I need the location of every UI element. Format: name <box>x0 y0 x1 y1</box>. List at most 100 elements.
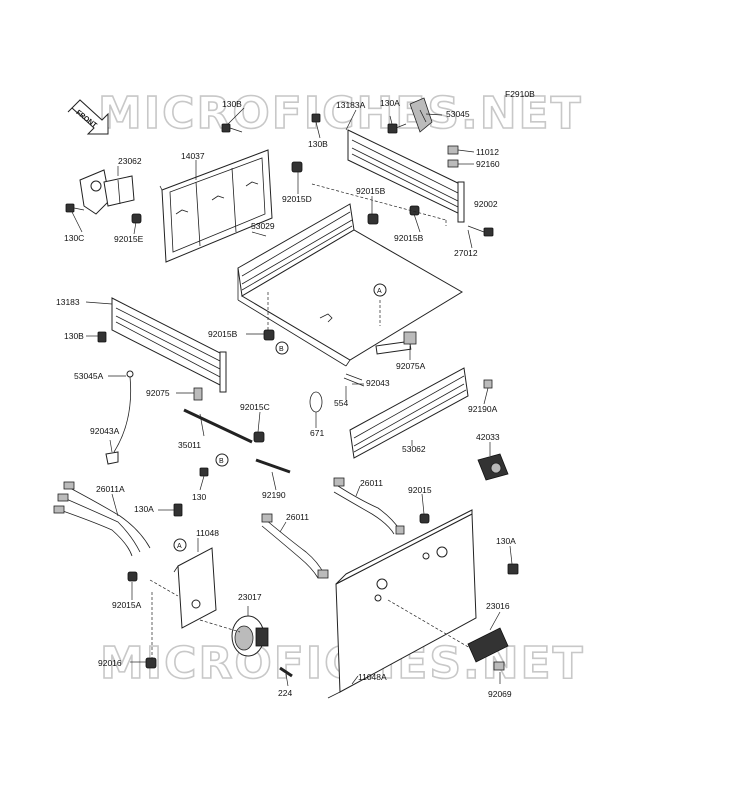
label-224: 224 <box>278 688 292 698</box>
label-92190A: 92190A <box>468 404 498 414</box>
label-130: 130 <box>192 492 206 502</box>
latch-53045 <box>409 97 433 133</box>
label-92075: 92075 <box>146 388 170 398</box>
nut-92016 <box>145 657 157 669</box>
ref-marker-B-mid: B <box>275 341 289 355</box>
label-53045A: 53045A <box>74 371 104 381</box>
bolt-130C <box>65 203 85 213</box>
ref-marker-A-low: A <box>173 538 187 552</box>
shaft-35011 <box>183 387 253 444</box>
label-92015E: 92015E <box>114 234 144 244</box>
figure-code: F2910B <box>505 89 535 99</box>
label-53045: 53045 <box>446 109 470 119</box>
cap-92160 <box>447 159 459 168</box>
label-92190: 92190 <box>262 490 286 500</box>
label-92015: 92015 <box>408 485 432 495</box>
label-554: 554 <box>334 398 348 408</box>
nut-92015B-a <box>367 213 379 225</box>
label-35011: 35011 <box>178 440 201 450</box>
label-130B-left: 130B <box>64 331 84 341</box>
label-130A-right: 130A <box>496 536 516 546</box>
ring-671 <box>309 391 323 413</box>
nut-92015C <box>253 431 265 443</box>
ref-marker-A-low-text: A <box>177 543 182 550</box>
side-panel-left <box>111 297 227 393</box>
cable-53045A <box>105 370 134 465</box>
bolt-130A-top <box>387 123 407 134</box>
bolt-130 <box>199 467 209 477</box>
label-23016: 23016 <box>486 601 510 611</box>
label-26011A: 26011A <box>96 484 125 494</box>
bolt-130B-left <box>97 331 107 343</box>
cap-92190A <box>483 379 493 389</box>
cargo-bed <box>237 203 463 367</box>
rod-92190 <box>255 458 291 474</box>
harness-26011A <box>53 481 151 557</box>
ref-marker-A-top: A <box>373 283 387 297</box>
lamp-23016 <box>467 627 509 671</box>
label-92075A: 92075A <box>396 361 426 371</box>
label-11048A: 11048A <box>358 672 387 682</box>
nut-92015A <box>127 571 138 582</box>
label-92015B-a: 92015B <box>356 186 386 196</box>
label-53062: 53062 <box>402 444 426 454</box>
bolt-130A-mid <box>173 503 183 517</box>
harness-26011-b <box>261 513 329 579</box>
label-23062: 23062 <box>118 156 142 166</box>
label-92015B-c: 92015B <box>208 329 238 339</box>
label-92015D: 92015D <box>282 194 312 204</box>
hitch-bracket <box>79 169 135 215</box>
light-23017 <box>231 615 269 657</box>
pin-92043 <box>343 373 365 387</box>
bracket-42033 <box>477 453 509 481</box>
watermark-top: MICROFICHES.NET <box>98 88 583 139</box>
label-130C: 130C <box>64 233 84 243</box>
label-130B-top: 130B <box>222 99 242 109</box>
nut-92015D <box>291 161 303 173</box>
bolt-224 <box>279 666 293 678</box>
label-26011-a: 26011 <box>360 478 383 488</box>
cap-11012 <box>447 145 459 155</box>
plate-11048A <box>327 509 477 699</box>
bolt-92002 <box>467 225 494 237</box>
bolt-130B-top <box>221 123 243 133</box>
label-53029: 53029 <box>251 221 275 231</box>
label-23017: 23017 <box>238 592 262 602</box>
label-92016: 92016 <box>98 658 122 668</box>
label-92015B-b: 92015B <box>394 233 424 243</box>
label-13183: 13183 <box>56 297 80 307</box>
nut-92015E <box>131 213 142 224</box>
harness-26011-a <box>333 477 405 535</box>
part-labels: 130B 13183A 130A 53045 130B 11012 92160 … <box>56 98 516 699</box>
nut-92015B-c <box>263 329 275 341</box>
label-671: 671 <box>310 428 324 438</box>
label-13183A: 13183A <box>336 100 366 110</box>
bracket-11048 <box>173 547 217 629</box>
nut-92015 <box>419 513 430 524</box>
label-92002: 92002 <box>474 199 498 209</box>
label-130B-mid: 130B <box>308 139 328 149</box>
ref-marker-B-left-text: B <box>219 458 224 465</box>
ref-marker-A-top-text: A <box>377 288 382 295</box>
label-27012: 27012 <box>454 248 478 258</box>
side-panel-right-top <box>347 129 465 223</box>
ref-marker-B-mid-text: B <box>279 346 284 353</box>
label-26011-b: 26011 <box>286 512 309 522</box>
bolt-130B-mid <box>311 113 321 123</box>
label-92069: 92069 <box>488 689 512 699</box>
mesh-panel <box>159 149 273 263</box>
label-92043: 92043 <box>366 378 390 388</box>
label-11012: 11012 <box>476 147 499 157</box>
label-92015C: 92015C <box>240 402 270 412</box>
bolt-130A-right <box>507 563 519 575</box>
leader-lines <box>71 107 513 687</box>
tailgate <box>349 367 469 459</box>
label-92015A: 92015A <box>112 600 142 610</box>
label-130A-mid: 130A <box>134 504 154 514</box>
label-14037: 14037 <box>181 151 205 161</box>
label-92043A: 92043A <box>90 426 120 436</box>
pin-92075A <box>375 331 417 355</box>
ref-marker-B-left: B <box>215 453 229 467</box>
label-11048: 11048 <box>196 528 219 538</box>
